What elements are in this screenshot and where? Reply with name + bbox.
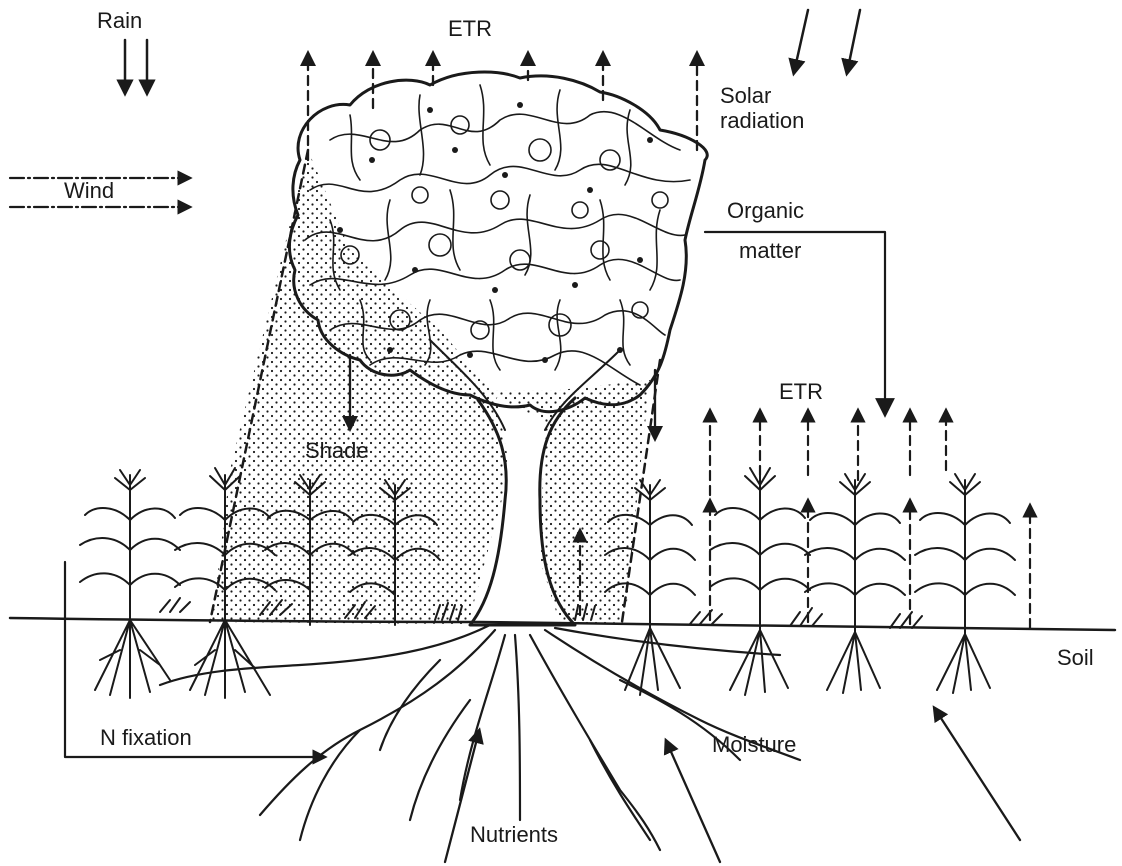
rain-arrows [125, 40, 147, 88]
crop-plant [805, 474, 905, 693]
label-organic-line1: Organic [727, 198, 804, 223]
label-soil: Soil [1057, 645, 1094, 670]
tree-roots [160, 625, 800, 850]
label-solar-line1: Solar [720, 83, 771, 108]
label-nutrients: Nutrients [470, 822, 558, 847]
solar-radiation-arrows [795, 10, 860, 68]
crop-plant [915, 474, 1015, 693]
label-shade: Shade [305, 438, 369, 463]
label-organic-line2: matter [739, 238, 801, 263]
crop-plant [710, 468, 810, 695]
label-moisture: Moisture [712, 732, 796, 757]
etr-arrows-crops [710, 415, 1030, 628]
label-etr-top: ETR [448, 16, 492, 41]
label-rain: Rain [97, 8, 142, 33]
label-solar-line2: radiation [720, 108, 804, 133]
label-etr-right: ETR [779, 379, 823, 404]
label-n-fixation: N fixation [100, 725, 192, 750]
label-wind: Wind [64, 178, 114, 203]
crop-plant [80, 470, 180, 698]
